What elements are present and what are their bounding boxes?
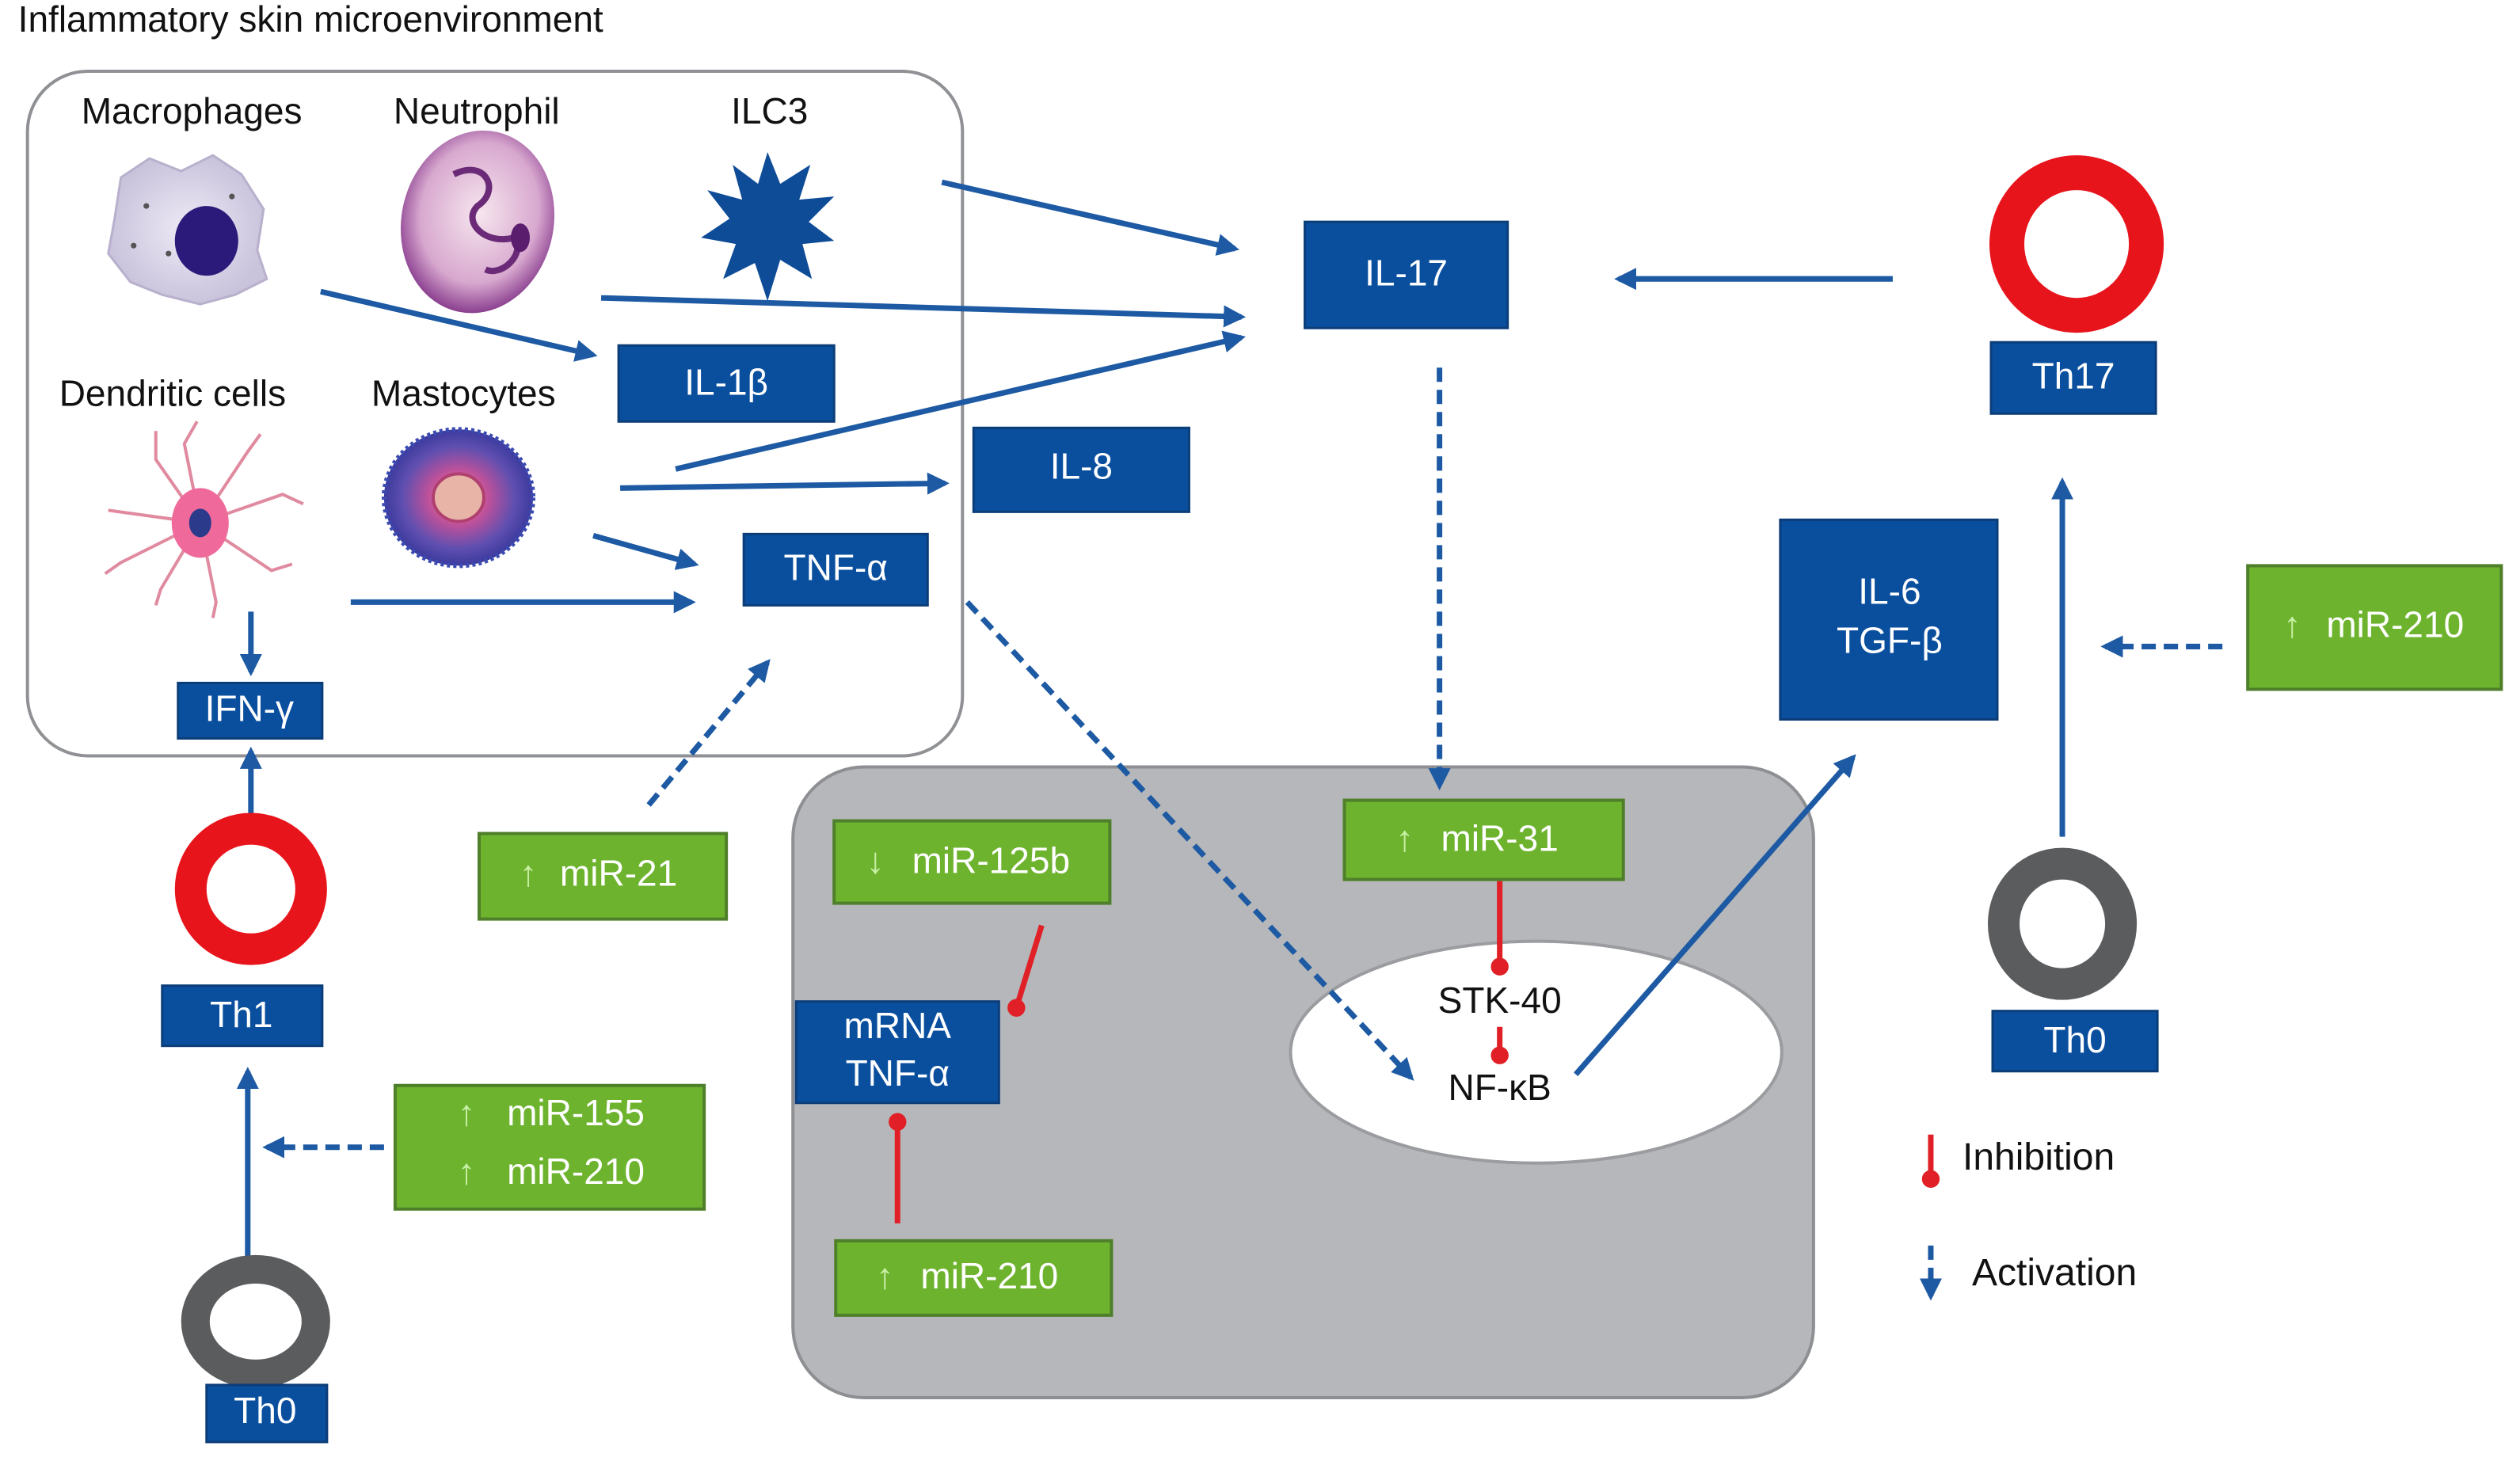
il17-box: IL-17 [1304,220,1509,329]
th0-right-label: Th0 [2043,1019,2106,1060]
il6-tgfb-box: IL-6 TGF-β [1779,518,1999,721]
ifng-box: IFN-γ [177,681,324,740]
legend: Inhibition Activation [1919,1134,2137,1301]
il1b-box: IL-1β [617,344,836,423]
th0-left-cell-icon [181,1254,330,1388]
mir125b-inhibits-mrna [1007,924,1045,1017]
diagram-title: Inflammatory skin microenvironment [18,0,603,40]
mir125b-box: ↓ miR-125b [832,819,1112,905]
tnfa-to-nfkb-arrow [965,600,1414,1081]
up-arrow-icon: ↑ [457,1151,475,1192]
il8-box: IL-8 [972,426,1190,513]
nucleus [1289,939,1784,1165]
mrna-label: mRNA [844,1005,952,1046]
mir21-to-tnfa-arrow [646,659,771,807]
il6-label: IL-6 [1858,571,1921,612]
mir31-box: ↑ miR-31 [1342,798,1625,881]
th17-cell-icon [1989,155,2164,333]
th17-label: Th17 [2032,355,2115,396]
th1-cell: Th1 [161,812,327,1048]
macrophage-icon [107,154,268,306]
th17-cell: Th17 [1989,155,2164,415]
il8-label: IL-8 [1050,445,1113,486]
mir155-mir210-box: ↑ miR-155 ↑ miR-210 [393,1083,706,1211]
dendritic-cells-label: Dendritic cells [59,372,286,413]
macrophage-to-il1b-arrow [320,288,598,362]
th0-right-cell: Th0 [1987,847,2159,1073]
mastocytes-label: Mastocytes [371,372,556,413]
mastocyte-icon [381,427,536,569]
up-arrow-icon: ↑ [520,853,538,894]
up-arrow-icon: ↑ [1395,818,1414,859]
mastocyte-to-il8-arrow [620,472,950,495]
stk40-label: STK-40 [1438,980,1562,1021]
mir21-label: miR-21 [560,853,677,894]
mrna-tnfa-label: TNF-α [846,1052,950,1094]
ilc3-icon [701,152,835,302]
mir155-label: miR-155 [507,1092,645,1133]
mir210-cell-box: ↑ miR-210 [834,1239,1114,1317]
nfkb-to-il6-arrow [1574,754,1856,1077]
up-arrow-icon: ↑ [2283,604,2301,645]
mrna-tnfa-box: mRNA TNF-α [794,1000,1000,1105]
mir210-right-box: ↑ miR-210 [2246,564,2503,691]
mir210-right-label: miR-210 [2326,604,2464,645]
mir31-label: miR-31 [1441,818,1559,859]
neutrophil-icon [400,130,554,314]
mastocyte-to-tnfa-arrow [592,532,699,570]
il17-label: IL-17 [1365,252,1448,293]
macrophages-label: Macrophages [82,90,303,131]
tgfb-label: TGF-β [1837,620,1943,661]
mir210-cell-label: miR-210 [920,1255,1058,1296]
tnfa-box: TNF-α [742,532,929,607]
th1-cell-icon [174,812,327,965]
dendritic-cell-icon [104,420,304,618]
th0-right-cell-icon [1987,847,2138,1000]
down-arrow-icon: ↓ [866,840,885,881]
legend-inhibition-label: Inhibition [1963,1136,2115,1178]
il1b-label: IL-1β [684,361,768,402]
legend-activation-label: Activation [1972,1252,2137,1294]
mir210-left-label: miR-210 [507,1151,645,1192]
neutrophil-to-il17-arrow [600,295,1247,328]
up-arrow-icon: ↑ [876,1255,894,1296]
mir125b-label: miR-125b [912,840,1070,881]
microenvironment-panel [25,70,965,758]
ilc3-to-il17-arrow [941,179,1239,256]
tnfa-label: TNF-α [784,547,888,588]
nfkb-label: NF-κB [1448,1067,1551,1108]
th0-left-label: Th0 [234,1390,296,1431]
mir21-box: ↑ miR-21 [477,831,729,921]
ifng-label: IFN-γ [205,688,294,729]
mastocyte-to-il17-arrow [675,330,1246,472]
th0-left-cell: Th0 [181,1254,330,1444]
ilc3-label: ILC3 [731,90,808,131]
neutrophil-label: Neutrophil [394,90,560,131]
th1-label: Th1 [210,994,272,1035]
up-arrow-icon: ↑ [457,1092,475,1133]
